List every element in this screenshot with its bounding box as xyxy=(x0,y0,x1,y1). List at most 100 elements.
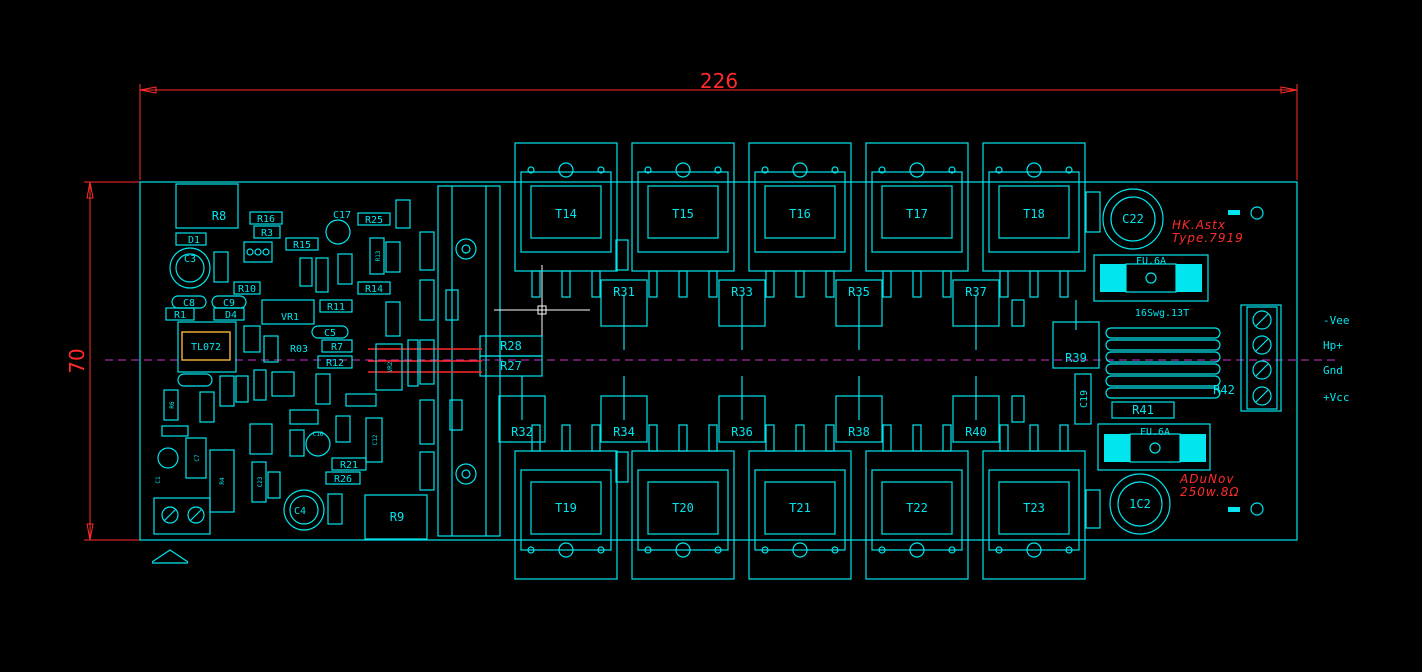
capacitor-c5[interactable]: C5 xyxy=(311,325,349,339)
transistor-t18[interactable]: T18 xyxy=(982,142,1086,298)
capacitor-c14[interactable] xyxy=(315,373,331,405)
opamp-tl072[interactable]: TL072 xyxy=(177,321,237,373)
capacitor-c4[interactable]: C4 xyxy=(283,489,325,531)
resistor-r34[interactable]: R34 xyxy=(600,376,648,443)
transistor-q3[interactable] xyxy=(249,423,273,455)
resistor-r13[interactable]: R13 xyxy=(369,237,385,275)
resistor-r10[interactable]: R10 xyxy=(233,281,261,295)
resistor-r4[interactable]: R4 xyxy=(209,449,235,513)
transistor-q2[interactable] xyxy=(271,371,295,397)
resistor-r32[interactable]: R32 xyxy=(498,376,546,443)
resistor-r9[interactable]: R9 xyxy=(364,494,428,540)
resistor-r35[interactable]: R35 xyxy=(835,279,883,350)
terminal-block[interactable] xyxy=(1240,304,1282,412)
input-connector[interactable]: C1 xyxy=(153,476,211,535)
terminal-hp-label: Hp+ xyxy=(1323,339,1343,352)
trimmer-vr2[interactable]: VR2 xyxy=(375,343,403,391)
transistor-t19[interactable]: T19 xyxy=(514,424,618,580)
resistor-r21[interactable]: R21 xyxy=(331,457,367,471)
capacitor-c21[interactable] xyxy=(267,471,281,499)
resistor-r33[interactable]: R33 xyxy=(718,279,766,350)
transistor-t22[interactable]: T22 xyxy=(865,424,969,580)
resistor-r15[interactable]: R15 xyxy=(285,237,319,251)
diode-top[interactable] xyxy=(615,239,629,271)
resistor-r16[interactable]: R16 xyxy=(249,211,283,225)
c4-label: C4 xyxy=(294,506,306,517)
resistor-r18[interactable] xyxy=(299,257,313,287)
capacitor-c22[interactable]: C22 xyxy=(1102,188,1164,250)
capacitor-c9[interactable]: C9 xyxy=(211,295,247,309)
resistor-r19[interactable] xyxy=(337,253,353,285)
resistor-r23[interactable] xyxy=(289,409,319,425)
small-cap-top-right[interactable] xyxy=(1085,191,1101,233)
diode-d2[interactable] xyxy=(395,199,411,229)
resistor-r17[interactable] xyxy=(253,369,267,401)
capacitor-c20[interactable] xyxy=(157,447,179,469)
diode-right-top[interactable] xyxy=(1011,299,1025,327)
capacitor-c23[interactable]: C23 xyxy=(251,461,267,503)
fuse-top[interactable]: FU.6A xyxy=(1093,254,1209,302)
transistor-t14[interactable]: T14 xyxy=(514,142,618,298)
resistor-r27[interactable]: R27 xyxy=(479,355,543,377)
diode-bottom[interactable] xyxy=(615,451,629,483)
capacitor-c15[interactable] xyxy=(315,257,329,293)
resistor-r12[interactable]: R12 xyxy=(317,355,353,369)
resistor-r2[interactable] xyxy=(213,251,229,283)
capacitor-c12[interactable]: C12 xyxy=(365,417,383,463)
vr2-label: VR2 xyxy=(387,361,394,372)
transistor-t21[interactable]: T21 xyxy=(748,424,852,580)
diode-d1[interactable]: D1 xyxy=(175,232,207,246)
transistor-t15[interactable]: T15 xyxy=(631,142,735,298)
resistor-r26a[interactable] xyxy=(161,425,189,437)
capacitor-c16[interactable]: C16 xyxy=(305,431,331,457)
resistor-r37[interactable]: R37 xyxy=(952,279,1000,350)
diode-d4[interactable]: D4 xyxy=(213,307,245,321)
output-coil[interactable]: 16Swg.13T xyxy=(1105,308,1221,399)
capacitor-c19[interactable]: C19 xyxy=(1074,373,1092,425)
resistor-r28[interactable]: R28 xyxy=(479,335,543,357)
resistor-r5[interactable] xyxy=(243,325,261,353)
resistor-r11[interactable]: R11 xyxy=(319,299,353,313)
resistor-r6[interactable]: R6 xyxy=(163,389,179,421)
capacitor-c11[interactable] xyxy=(199,391,215,423)
transistor-t20[interactable]: T20 xyxy=(631,424,735,580)
resistor-r36[interactable]: R36 xyxy=(718,376,766,443)
diode-d5[interactable] xyxy=(327,493,343,525)
capacitor-c3[interactable]: C3 xyxy=(169,247,211,289)
diode-d3[interactable] xyxy=(235,375,249,403)
resistor-r27b[interactable] xyxy=(289,429,305,457)
capacitor-c8[interactable]: C8 xyxy=(171,295,207,309)
capacitor-c6[interactable] xyxy=(263,335,279,363)
coil-label: 16Swg.13T xyxy=(1135,308,1189,319)
resistor-r14[interactable]: R14 xyxy=(357,281,391,295)
capacitor-c2[interactable]: 1C2 xyxy=(1109,473,1171,535)
capacitor-c7[interactable]: C7 xyxy=(185,437,207,479)
transistor-t16[interactable]: T16 xyxy=(748,142,852,298)
transistor-t23[interactable]: T23 xyxy=(982,424,1086,580)
t22-label: T22 xyxy=(906,501,928,515)
resistor-r1[interactable]: R1 xyxy=(165,307,195,321)
trimmer-vr1[interactable]: VR1 xyxy=(261,299,315,325)
resistor-r39[interactable]: R39 xyxy=(1052,300,1100,369)
resistor-r7[interactable]: R7 xyxy=(321,339,353,353)
resistor-r24[interactable] xyxy=(385,241,401,273)
fuse-bottom[interactable]: FU.6A xyxy=(1097,423,1211,471)
resistor-r20[interactable] xyxy=(385,301,401,337)
resistor-r40[interactable]: R40 xyxy=(952,376,1000,443)
diode-right-bottom[interactable] xyxy=(1011,395,1025,423)
capacitor-c17[interactable]: C17 xyxy=(325,210,351,245)
capacitor-c10[interactable] xyxy=(177,373,213,387)
resistor-r3[interactable]: R3 xyxy=(253,225,281,239)
capacitor-c13[interactable] xyxy=(219,375,235,407)
transistor-t17[interactable]: T17 xyxy=(865,142,969,298)
small-cap-bottom-right[interactable] xyxy=(1085,489,1101,529)
transistor-q1[interactable] xyxy=(243,241,273,263)
resistor-r22[interactable] xyxy=(345,393,377,407)
resistor-r25[interactable]: R25 xyxy=(357,212,391,226)
resistor-r8[interactable]: R8 xyxy=(175,183,239,229)
resistor-r38[interactable]: R38 xyxy=(835,376,883,443)
resistor-r31[interactable]: R31 xyxy=(600,279,648,350)
capacitor-c18[interactable] xyxy=(335,415,351,443)
resistor-r26[interactable]: R26 xyxy=(325,471,361,485)
resistor-r41[interactable]: R41 xyxy=(1111,401,1175,419)
